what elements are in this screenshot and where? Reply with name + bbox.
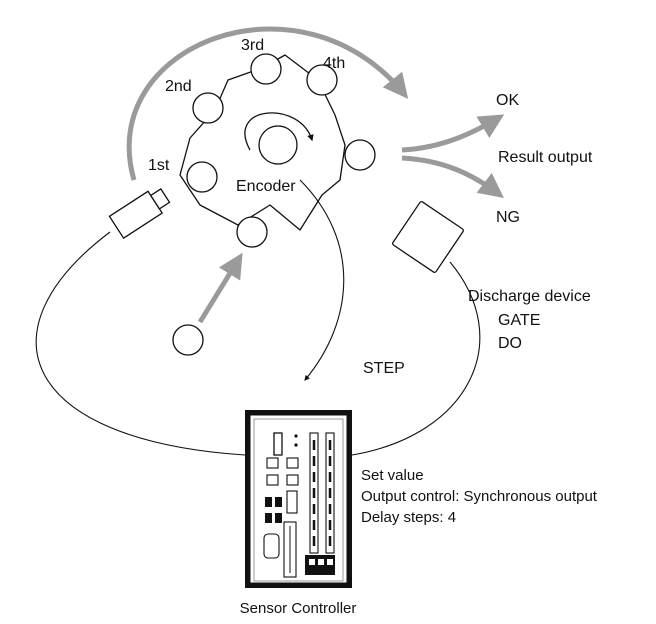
workpiece-1st [186, 161, 218, 193]
camera-cable [35, 231, 246, 456]
transport-arrow [126, 26, 409, 181]
label-do: DO [498, 335, 522, 352]
ok-arrow [401, 114, 505, 153]
encoder-cable [299, 179, 345, 381]
workpiece-3rd [250, 53, 282, 85]
label-4th: 4th [323, 55, 345, 72]
label-output-control: Output control: Synchronous output [361, 488, 598, 505]
workpiece-4th [306, 64, 338, 96]
label-set-value: Set value [361, 467, 424, 484]
wheel-hub [258, 125, 298, 165]
label-step: STEP [363, 360, 405, 377]
discharge-cable [351, 261, 481, 456]
label-2nd: 2nd [165, 78, 192, 95]
discharge-device [392, 201, 464, 273]
label-result-output: Result output [498, 149, 593, 166]
label-gate: GATE [498, 312, 540, 329]
workpiece-incoming [172, 324, 204, 356]
camera-icon [108, 188, 171, 240]
workpiece-2nd [192, 92, 224, 124]
label-encoder: Encoder [236, 178, 296, 195]
label-discharge-device: Discharge device [468, 288, 591, 305]
label-ng: NG [496, 209, 520, 226]
label-delay-steps: Delay steps: 4 [361, 509, 456, 526]
feed-arrow [197, 252, 243, 324]
label-3rd: 3rd [241, 37, 264, 54]
workpiece-exit [344, 139, 376, 171]
sensor-controller [245, 410, 352, 588]
label-sensor-controller: Sensor Controller [240, 600, 357, 617]
label-ok: OK [496, 92, 519, 109]
ng-arrow [401, 155, 504, 199]
rotation-arrow [244, 112, 314, 151]
workpiece-entry [236, 216, 268, 248]
label-1st: 1st [148, 157, 170, 174]
